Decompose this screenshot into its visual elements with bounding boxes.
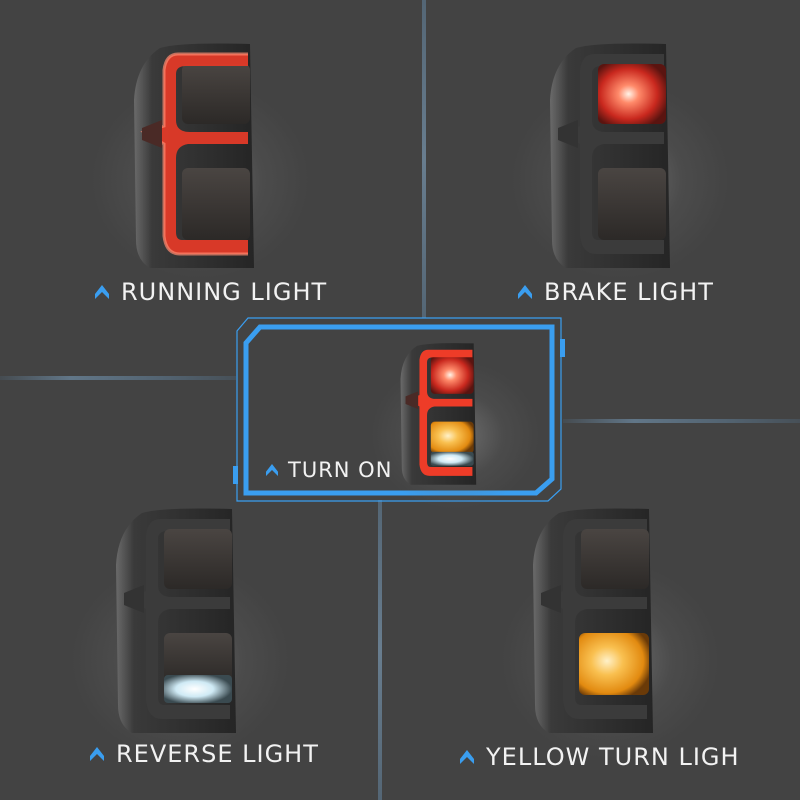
hud-frame <box>236 317 562 502</box>
tail-lamp-turn-on <box>400 343 477 485</box>
brake-light-label: BRAKE LIGHT <box>518 278 714 306</box>
chevron-up-icon <box>90 747 104 761</box>
vertical-divider-top <box>422 0 426 318</box>
frame-tick-right <box>560 339 565 357</box>
tail-lamp-running <box>134 43 254 268</box>
chevron-up-icon <box>95 285 109 299</box>
tail-lamp-reverse <box>116 508 236 733</box>
label-text: RUNNING LIGHT <box>121 278 328 306</box>
tail-lamp-brake <box>550 43 670 268</box>
turn-on-label: TURN ON <box>266 458 392 482</box>
label-text: TURN ON <box>288 458 393 482</box>
label-text: REVERSE LIGHT <box>116 740 319 768</box>
running-light-label: RUNNING LIGHT <box>95 278 327 306</box>
chevron-up-icon <box>518 285 532 299</box>
tail-lamp-yellow-turn <box>533 508 653 733</box>
horizontal-divider-right <box>563 419 800 423</box>
frame-tick-left <box>233 466 238 484</box>
label-text: BRAKE LIGHT <box>544 278 714 306</box>
vertical-divider-bottom <box>378 500 382 800</box>
chevron-up-icon <box>266 464 278 476</box>
label-text: YELLOW TURN LIGH <box>486 743 740 771</box>
yellow-turn-light-label: YELLOW TURN LIGH <box>460 743 740 771</box>
chevron-up-icon <box>460 750 474 764</box>
horizontal-divider-left <box>0 376 236 380</box>
reverse-light-label: REVERSE LIGHT <box>90 740 319 768</box>
